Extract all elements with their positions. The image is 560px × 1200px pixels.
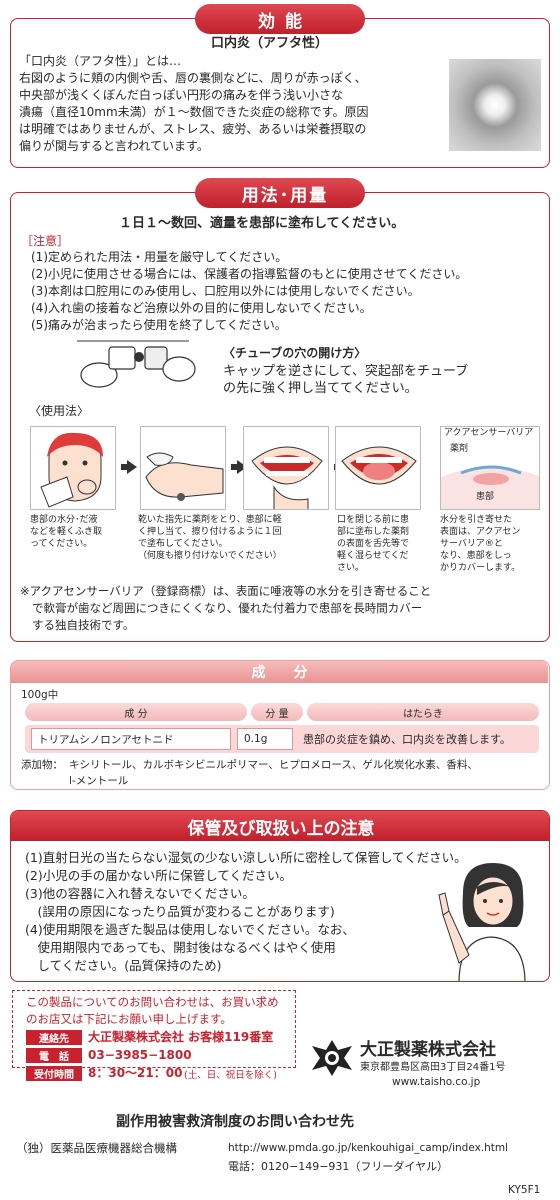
step-arrow-2 — [231, 460, 247, 474]
contact-hours-note: (土、日、祝日を除く) — [184, 1070, 277, 1081]
storage-line-4: (4)使用期限を過ぎた製品は使用しないでください。なお、 — [25, 922, 355, 937]
ingredient-name: トリアムシノロンアセトニド — [31, 728, 231, 750]
taisho-eagle-logo — [312, 1040, 352, 1076]
step2-illustration — [140, 426, 226, 510]
storage-section: 保管及び取扱い上の注意 (1)直射日光の当たらない湿気の少ない涼しい所に密栓して… — [10, 810, 550, 982]
caution-5: (5)痛みが治まったら使用を終了してください。 — [31, 318, 287, 332]
company-url[interactable]: www.taisho.co.jp — [392, 1076, 481, 1088]
step1-caption-1: などを軽くふき取 — [30, 527, 103, 537]
effect-title: 口内炎（アフタ性） — [211, 36, 329, 51]
barrier-diagram — [440, 426, 540, 510]
company-name: 大正製薬株式会社 — [360, 1040, 496, 1060]
relief-phone: 電話：0120−149−931（フリーダイヤル） — [228, 1160, 449, 1173]
step1-illustration — [30, 426, 116, 510]
caution-4: (4)入れ歯の接着など治療以外の目的に使用しないでください。 — [31, 301, 372, 315]
dosage-section: 用法･用量 １日１～数回、適量を患部に塗布してください。 ［注意］ (1)定めら… — [10, 178, 550, 642]
header-amount: 分 量 — [251, 703, 303, 721]
storage-line-1: (2)小児の手の届かない所に保管してください。 — [25, 868, 292, 883]
tube-line-1: の先に強く押し当ててください。 — [223, 381, 418, 396]
effect-line-1: 右図のように頬の内側や舌、唇の裏側などに、周りが赤っぽく、 — [19, 71, 367, 85]
ingredients-per: 100g中 — [21, 689, 59, 701]
step1-caption-0: 患部の水分･だ液 — [30, 515, 98, 525]
ingredient-effect: 患部の炎症を鎮め、口内炎を改善します。 — [303, 733, 511, 746]
company-address: 東京都豊島区高田3丁目24番1号 — [360, 1062, 506, 1073]
additives-1: l-メントール — [69, 775, 129, 787]
step-arrow-1 — [121, 460, 137, 474]
contact-label-2: 受付時間 — [26, 1066, 82, 1081]
ingredients-section: 成分 100g中 成 分 分 量 はたらき トリアムシノロンアセトニド 0.1g… — [10, 660, 550, 790]
tube-line-0: キャップを逆さにして、突起部をチューブ — [223, 364, 469, 379]
effect-line-5: 偏りが関与すると言われています。 — [19, 139, 209, 153]
contact-box — [12, 990, 296, 1068]
step2-caption-2: で塗布してください。 — [138, 539, 228, 549]
storage-line-6: してください。(品質保持のため) — [25, 958, 222, 973]
note-0: ※アクアセンサーバリア（登録商標）は、表面に唾液等の水分を引き寄せること — [20, 584, 432, 598]
step4-caption-2: サーバリア®と — [440, 539, 503, 549]
dosage-main: １日１～数回、適量を患部に塗布してください。 — [119, 216, 405, 231]
caution-1: (1)定められた用法・用量を厳守してください。 — [31, 250, 288, 264]
ingredients-banner: 成分 — [11, 661, 548, 683]
storage-line-0: (1)直射日光の当たらない湿気の少ない涼しい所に密栓して保管してください。 — [25, 850, 467, 865]
storage-line-5: 使用期限内であっても、開封後はなるべくはやく使用 — [25, 940, 336, 955]
effect-banner: 効能 — [195, 4, 365, 34]
contact-intro-1: のお店又は下記にお願い申し上げます。 — [26, 1012, 232, 1026]
dosage-banner: 用法･用量 — [195, 178, 365, 208]
usage-label: 〈使用法〉 — [29, 404, 90, 418]
effect-line-3: 潰瘍（直径10mm未満）が１～数個できた炎症の総称です。原因 — [19, 105, 369, 119]
additives-label: 添加物： — [21, 759, 63, 771]
effect-section: 効能 口内炎（アフタ性） 「口内炎（アフタ性）」とは… 右図のように頬の内側や舌… — [10, 4, 550, 168]
step3-caption-4: さい。 — [337, 563, 365, 573]
step3-caption-0: 口を閉じる前に患 — [337, 515, 410, 525]
step3-illustration — [243, 426, 329, 510]
ulcer-photo — [449, 59, 541, 151]
effect-line-4: は明確ではありませんが、ストレス、疲労、あるいは栄養摂取の — [19, 122, 367, 136]
relief-title: 副作用被害救済制度のお問い合わせ先 — [116, 1114, 354, 1130]
caution-3: (3)本剤は口腔用にのみ使用し、口腔用以外には使用しないでください。 — [31, 284, 420, 298]
step2-caption-0: 乾いた指先に薬剤をとり、患部に軽 — [138, 515, 282, 525]
step4-caption-3: なり、患部をしっ — [440, 551, 512, 561]
step4-illustration — [335, 426, 421, 510]
header-name: 成 分 — [25, 703, 247, 721]
step3-caption-3: 軽く湿らせてくだ — [337, 551, 409, 561]
contact-value-2: 8：30～21：00 — [88, 1066, 183, 1080]
tube-illustration — [77, 340, 196, 388]
product-code: KY5F1 — [508, 1184, 541, 1196]
storage-line-3: (誤用の原因になったり品質が変わることがあります) — [25, 904, 335, 919]
header-effect: はたらき — [307, 703, 539, 721]
step4-caption-1: 表面は、アクアセン — [440, 527, 521, 537]
contact-value-0: 大正製薬株式会社 お客様119番室 — [88, 1030, 274, 1044]
additives-0: キシリトール、カルボキシビニルポリマー、ヒプロメロース、ゲル化炭化水素、香料、 — [69, 759, 478, 771]
step2-caption-3: （何度も擦り付けないでください） — [138, 551, 282, 561]
tube-title: 〈チューブの穴の開け方〉 — [223, 346, 367, 360]
step3-caption-1: 部に塗布した薬剤 — [337, 527, 410, 537]
lesion-label: 患部 — [476, 492, 495, 502]
contact-label-0: 連絡先 — [26, 1030, 82, 1045]
caution-label: ［注意］ — [21, 234, 70, 248]
effect-line-0: 「口内炎（アフタ性）」とは… — [19, 54, 182, 68]
contact-intro-0: この製品についてのお問い合わせは、お買い求め — [26, 995, 279, 1009]
pharmacist-illustration — [438, 863, 526, 981]
contact-label-1: 電 話 — [26, 1048, 82, 1063]
effect-line-2: 中央部が浅くくぼんだ白っぽい円形の痛みを伴う浅い小さな — [19, 88, 344, 102]
note-2: する独自技術です。 — [32, 618, 135, 632]
relief-url[interactable]: http://www.pmda.go.jp/kenkouhigai_camp/i… — [228, 1142, 509, 1154]
caution-2: (2)小児に使用させる場合には、保護者の指導監督のもとに使用させてください。 — [31, 267, 468, 281]
barrier-label: アクアセンサーバリア — [444, 428, 534, 438]
storage-banner: 保管及び取扱い上の注意 — [11, 811, 549, 841]
step4-caption-4: かりカバーします。 — [440, 563, 521, 573]
contact-value-1: 03−3985−1800 — [88, 1048, 192, 1062]
step3-caption-2: の表面を舌先等で — [337, 539, 410, 549]
step2-caption-1: く押し当て、擦り付けるように１回 — [138, 527, 282, 537]
relief-org: （独）医薬品医療機器総合機構 — [16, 1141, 177, 1155]
storage-line-2: (3)他の容器に入れ替えないでください。 — [25, 886, 255, 901]
drug-label: 薬剤 — [450, 444, 469, 454]
step4-caption-0: 水分を引き寄せた — [440, 515, 513, 525]
step1-caption-2: ってください。 — [30, 539, 93, 549]
note-1: で軟膏が歯など周囲につきにくくなり、優れた付着力で患部を長時間カバー — [32, 601, 423, 615]
ingredient-amount: 0.1g — [237, 728, 293, 750]
